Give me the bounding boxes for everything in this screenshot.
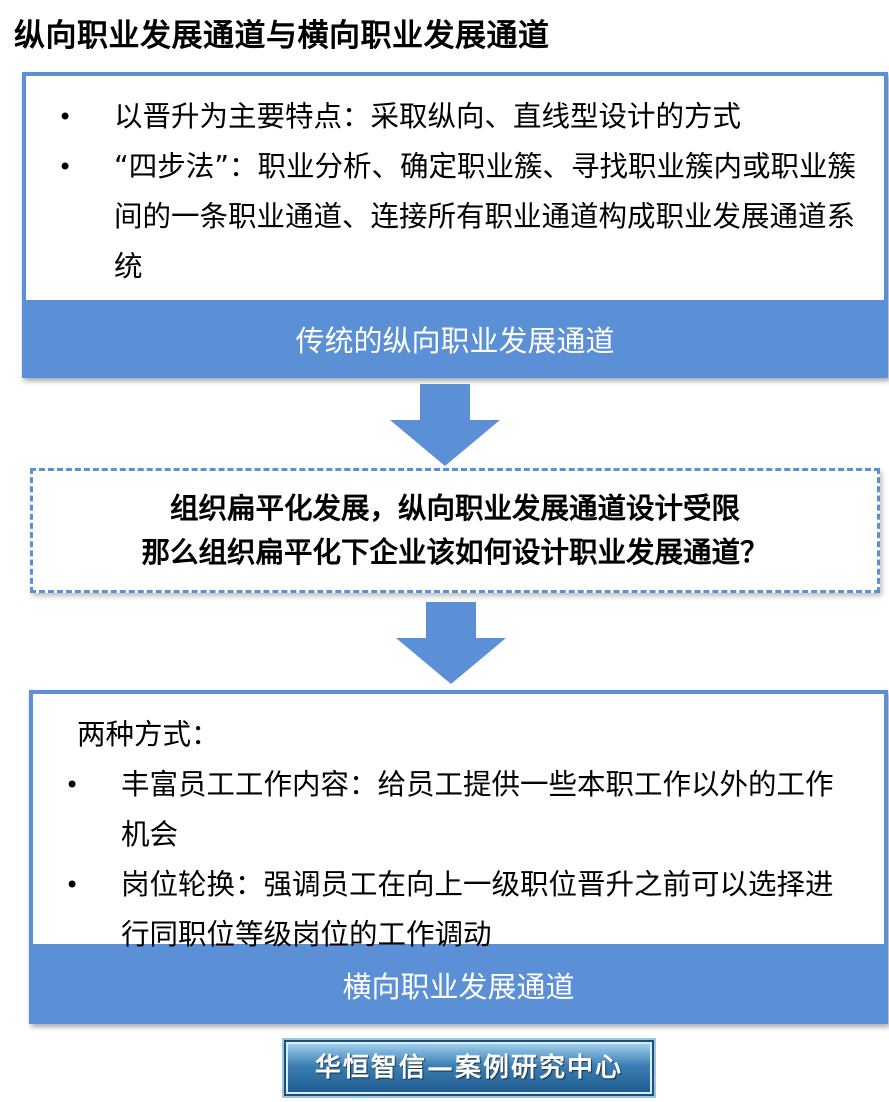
source-stamp: 华恒智信—案例研究中心 [284,1040,654,1096]
vertical-channel-body: • 以晋升为主要特点：采取纵向、直线型设计的方式 • “四步法”：职业分析、确定… [26,76,884,300]
horizontal-channel-bullets: • 丰富员工工作内容：给员工提供一些本职工作以外的工作机会 • 岗位轮换：强调员… [65,760,841,960]
horizontal-channel-footer: 横向职业发展通道 [342,970,575,1004]
question-line-1: 组织扁平化发展，纵向职业发展通道设计受限 [169,492,740,525]
list-item: • 岗位轮换：强调员工在向上一级职位晋升之前可以选择进行同职位等级岗位的工作调动 [65,860,841,960]
list-item: • “四步法”：职业分析、确定职业簇、寻找职业簇内或职业簇间的一条职业通道、连接… [58,142,874,292]
vertical-channel-footer: 传统的纵向职业发展通道 [295,324,615,358]
bullet-text: “四步法”：职业分析、确定职业簇、寻找职业簇内或职业簇间的一条职业通道、连接所有… [114,150,857,283]
vertical-channel-bullets: • 以晋升为主要特点：采取纵向、直线型设计的方式 • “四步法”：职业分析、确定… [58,92,874,292]
down-arrow-icon [390,384,500,466]
methods-label: 两种方式： [77,718,220,751]
question-box: 组织扁平化发展，纵向职业发展通道设计受限 那么组织扁平化下企业该如何设计职业发展… [30,468,880,593]
bullet-icon: • [65,771,80,799]
page-title: 纵向职业发展通道与横向职业发展通道 [14,18,550,54]
bullet-icon: • [58,153,73,181]
down-arrow-icon [396,602,506,684]
list-item: • 以晋升为主要特点：采取纵向、直线型设计的方式 [58,92,874,142]
vertical-channel-panel: • 以晋升为主要特点：采取纵向、直线型设计的方式 • “四步法”：职业分析、确定… [22,72,888,378]
horizontal-channel-body: 两种方式： • 丰富员工工作内容：给员工提供一些本职工作以外的工作机会 • 岗位… [33,694,884,951]
bullet-text: 以晋升为主要特点：采取纵向、直线型设计的方式 [114,100,742,133]
list-item: • 丰富员工工作内容：给员工提供一些本职工作以外的工作机会 [65,760,841,860]
bullet-text: 岗位轮换：强调员工在向上一级职位晋升之前可以选择进行同职位等级岗位的工作调动 [121,868,834,951]
bullet-icon: • [65,871,80,899]
bullet-text: 丰富员工工作内容：给员工提供一些本职工作以外的工作机会 [121,768,834,851]
bullet-icon: • [58,103,73,131]
horizontal-channel-panel: 两种方式： • 丰富员工工作内容：给员工提供一些本职工作以外的工作机会 • 岗位… [29,690,888,1024]
question-line-2: 那么组织扁平化下企业该如何设计职业发展通道？ [141,536,769,569]
